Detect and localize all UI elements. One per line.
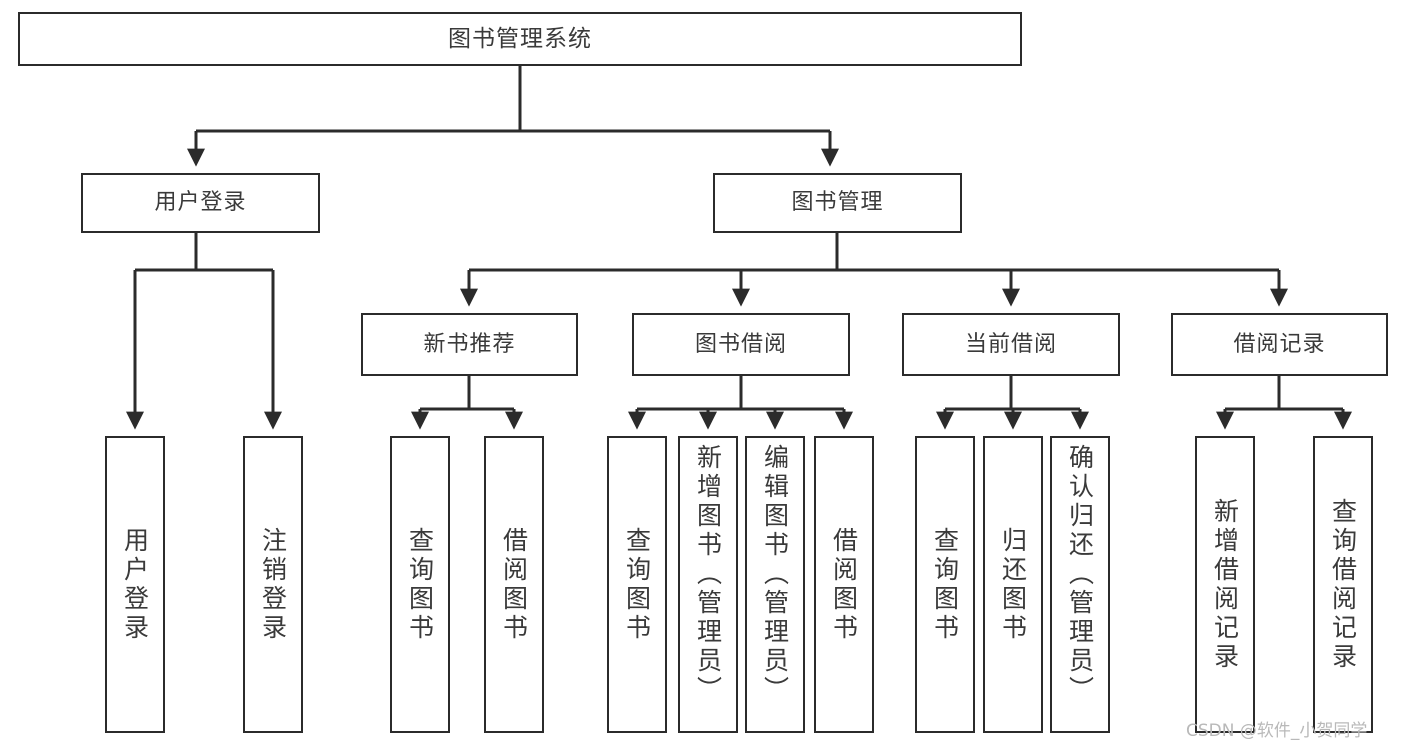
node-leaf-user-logout[interactable]: 注销登录 [243, 436, 303, 733]
node-leaf-add-record-label: 新增借阅记录 [1210, 497, 1240, 672]
node-leaf-user-logout-label: 注销登录 [258, 526, 288, 643]
node-borrow-record-label: 借阅记录 [1233, 331, 1326, 357]
node-new-book-recommend-label: 新书推荐 [423, 331, 516, 357]
node-leaf-borrow-book-rec[interactable]: 借阅图书 [484, 436, 544, 733]
node-leaf-query-book-cur-label: 查询图书 [930, 526, 960, 643]
node-current-borrow[interactable]: 当前借阅 [902, 313, 1120, 376]
node-root-label: 图书管理系统 [448, 25, 592, 52]
node-leaf-user-login[interactable]: 用户登录 [105, 436, 165, 733]
node-leaf-borrow-book-label: 借阅图书 [829, 526, 859, 643]
node-leaf-query-book-rec-label: 查询图书 [405, 526, 435, 643]
node-leaf-return-book[interactable]: 归还图书 [983, 436, 1043, 733]
node-leaf-confirm-return[interactable]: 确认归还（管理员） [1050, 436, 1110, 733]
node-new-book-recommend[interactable]: 新书推荐 [361, 313, 578, 376]
node-leaf-query-record-label: 查询借阅记录 [1328, 497, 1358, 672]
node-book-manage[interactable]: 图书管理 [713, 173, 962, 233]
node-leaf-add-record[interactable]: 新增借阅记录 [1195, 436, 1255, 733]
node-leaf-return-book-label: 归还图书 [998, 526, 1028, 643]
node-leaf-query-book-borrow[interactable]: 查询图书 [607, 436, 667, 733]
node-leaf-query-book-rec[interactable]: 查询图书 [390, 436, 450, 733]
node-leaf-add-book-label: 新增图书（管理员） [693, 444, 723, 705]
node-book-manage-label: 图书管理 [791, 190, 884, 216]
node-root[interactable]: 图书管理系统 [18, 12, 1022, 66]
node-leaf-user-login-label: 用户登录 [120, 526, 150, 643]
node-leaf-query-record[interactable]: 查询借阅记录 [1313, 436, 1373, 733]
node-book-borrow-label: 图书借阅 [694, 331, 787, 357]
node-current-borrow-label: 当前借阅 [964, 331, 1057, 357]
node-leaf-edit-book[interactable]: 编辑图书（管理员） [745, 436, 805, 733]
node-user-login-label: 用户登录 [154, 190, 247, 216]
node-user-login[interactable]: 用户登录 [81, 173, 320, 233]
node-borrow-record[interactable]: 借阅记录 [1171, 313, 1388, 376]
node-leaf-query-book-borrow-label: 查询图书 [622, 526, 652, 643]
node-leaf-borrow-book[interactable]: 借阅图书 [814, 436, 874, 733]
node-book-borrow[interactable]: 图书借阅 [632, 313, 850, 376]
node-leaf-add-book[interactable]: 新增图书（管理员） [678, 436, 738, 733]
node-leaf-query-book-cur[interactable]: 查询图书 [915, 436, 975, 733]
node-leaf-edit-book-label: 编辑图书（管理员） [760, 444, 790, 705]
csdn-watermark: CSDN @软件_小贺同学 [1186, 721, 1368, 741]
node-leaf-borrow-book-rec-label: 借阅图书 [499, 526, 529, 643]
node-leaf-confirm-return-label: 确认归还（管理员） [1065, 444, 1095, 705]
